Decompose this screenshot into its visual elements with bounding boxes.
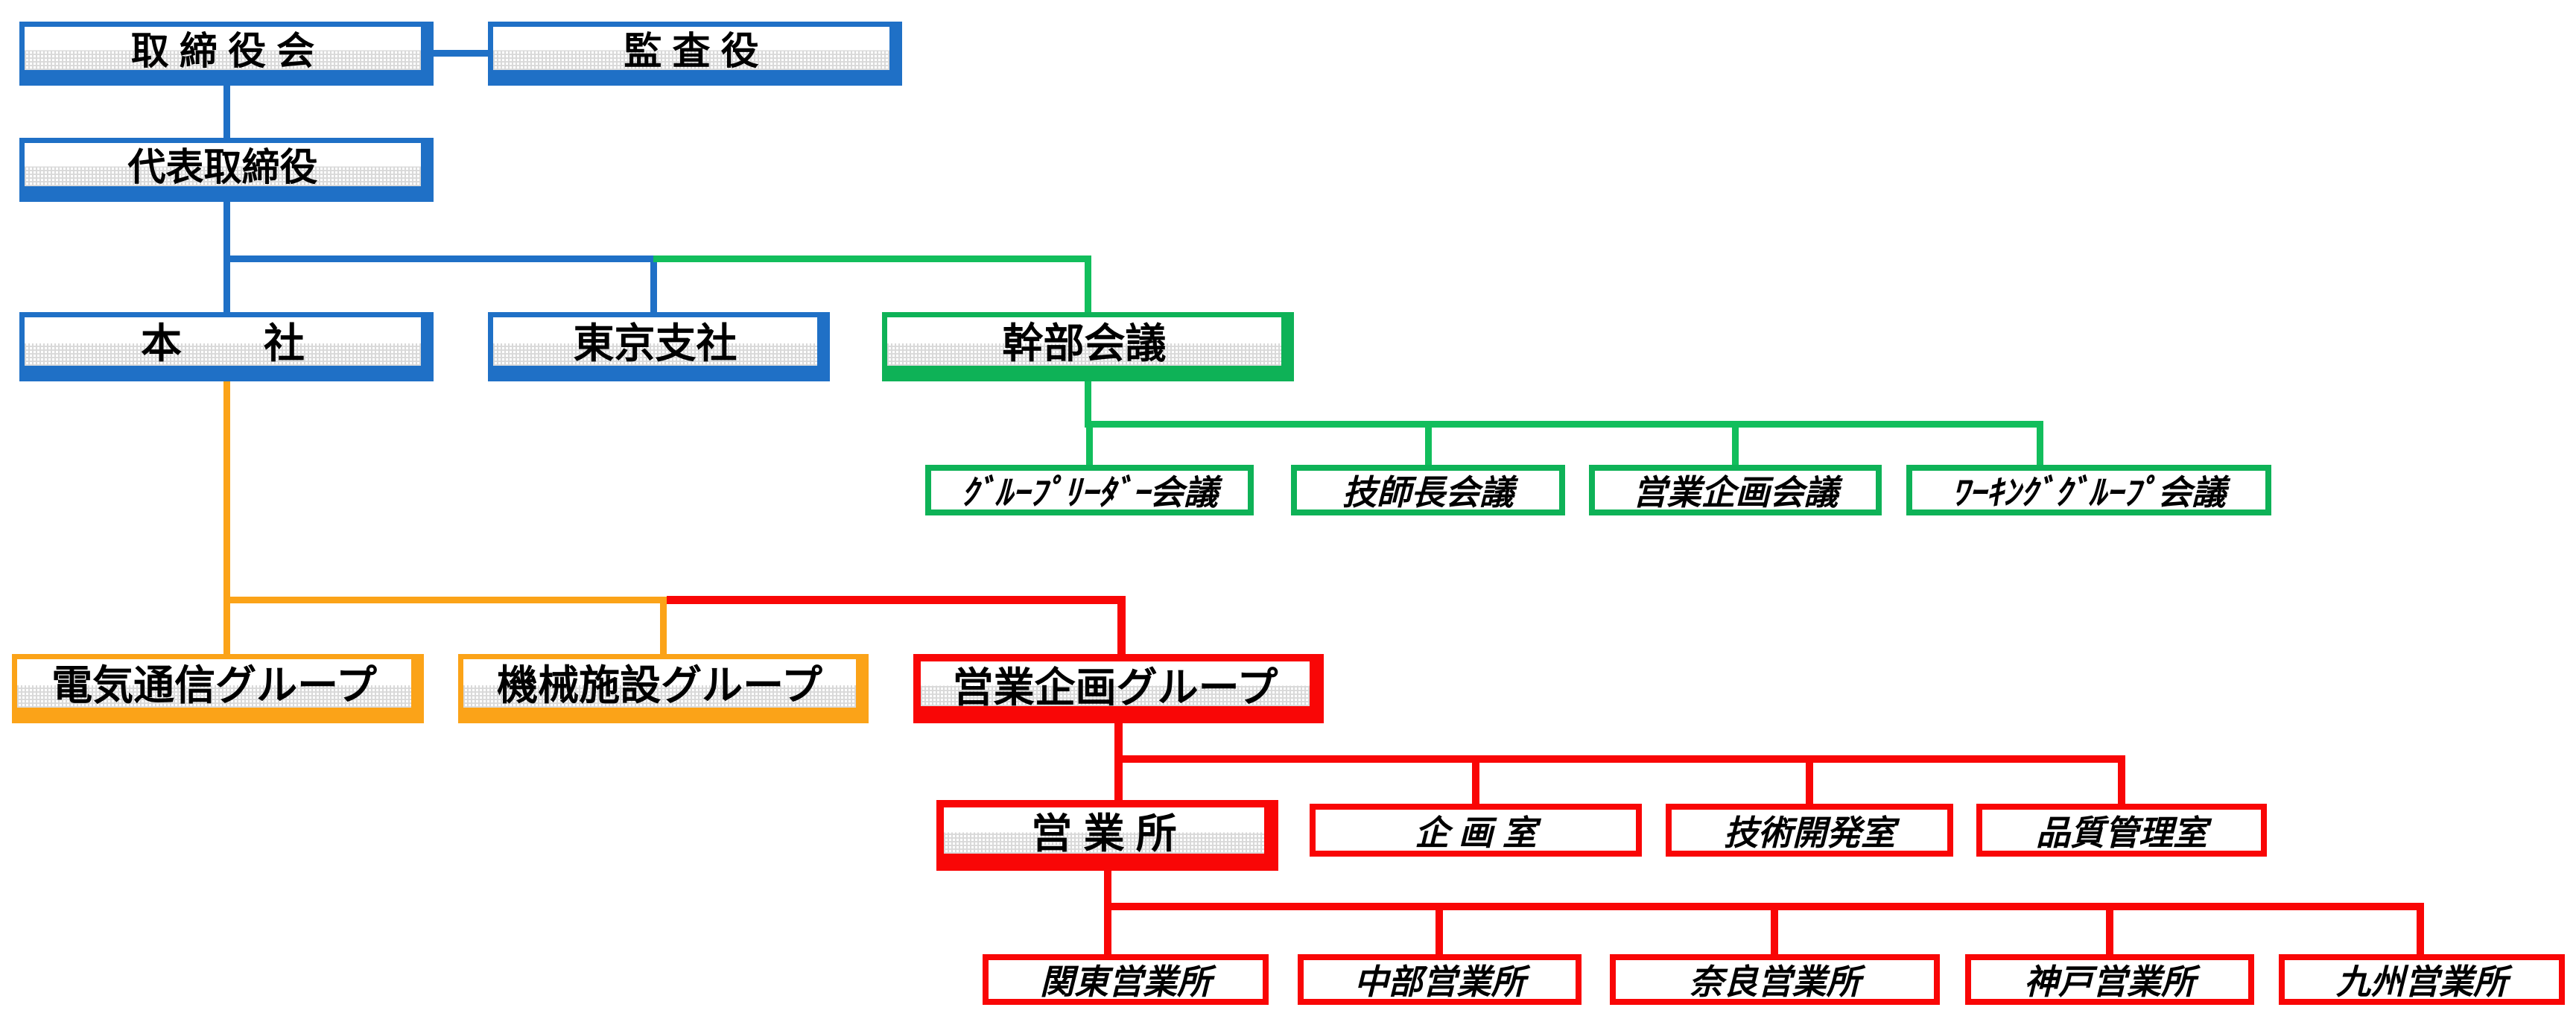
connector-head-office-trunk (223, 381, 230, 654)
node-label: 九州営業所 (2336, 962, 2507, 1001)
connector-drop-sales-planning-meeting (1732, 421, 1739, 465)
connector-drop-quality-room (2118, 755, 2125, 804)
connector-drop-working-group (2037, 421, 2043, 465)
connector-meetings-horizontal (1085, 421, 2043, 428)
connector-drop-tech-dev-room (1806, 755, 1813, 804)
node-label: 取 締 役 会 (130, 30, 315, 72)
node-group-leader-meeting: ｸﾞﾙｰﾌﾟﾘｰﾀﾞｰ会議 (925, 465, 1254, 515)
connector-branches-horizontal (1104, 903, 2424, 910)
node-kobe-office: 神戸営業所 (1965, 954, 2254, 1005)
node-label: 企 画 室 (1415, 813, 1537, 852)
node-sales-planning-group: 営業企画グループ (913, 654, 1324, 723)
connector-drop-group-leader (1086, 421, 1093, 465)
node-label: 東京支社 (573, 320, 737, 366)
node-label: ﾜｰｷﾝｸﾞｸﾞﾙｰﾌﾟ会議 (1952, 473, 2226, 512)
node-label: 神戸営業所 (2024, 962, 2195, 1001)
connector-green-horizontal-top (653, 255, 1091, 262)
connector-board-auditor (434, 50, 491, 57)
node-label: 奈良営業所 (1689, 962, 1861, 1001)
node-tech-dev-room: 技術開発室 (1666, 804, 1953, 857)
connector-groups-horizontal (223, 597, 667, 603)
node-quality-control-room: 品質管理室 (1976, 804, 2267, 857)
node-head-office: 本 社 (19, 312, 434, 381)
node-executive-meeting: 幹部会議 (882, 312, 1294, 381)
node-chief-engineer-meeting: 技師長会議 (1291, 465, 1565, 515)
node-sales-planning-meeting: 営業企画会議 (1589, 465, 1882, 515)
node-label: 幹部会議 (1002, 320, 1167, 366)
node-machinery-group: 機械施設グループ (458, 654, 869, 723)
node-label: 監 査 役 (624, 30, 759, 72)
connector-sales-office-trunk (1104, 871, 1111, 954)
connector-rooms-horizontal (1114, 755, 2125, 763)
connector-drop-kobe-office (2106, 903, 2113, 954)
node-label: 品質管理室 (2036, 813, 2207, 852)
connector-drop-chubu-office (1435, 903, 1443, 954)
node-label: 営 業 所 (1031, 810, 1177, 857)
connector-drop-nara-office (1771, 903, 1778, 954)
node-kyushu-office: 九州営業所 (2279, 954, 2565, 1005)
node-label: ｸﾞﾙｰﾌﾟﾘｰﾀﾞｰ会議 (961, 473, 1218, 512)
node-working-group-meeting: ﾜｰｷﾝｸﾞｸﾞﾙｰﾌﾟ会議 (1906, 465, 2271, 515)
node-label: 関東営業所 (1040, 962, 1211, 1001)
node-label: 中部営業所 (1354, 962, 1526, 1001)
node-label: 技術開発室 (1724, 813, 1895, 852)
connector-drop-executive-meeting (1085, 255, 1091, 312)
connector-red-horizontal-top (667, 596, 1126, 604)
node-nara-office: 奈良営業所 (1610, 954, 1940, 1005)
connector-executive-trunk (1085, 381, 1091, 428)
connector-drop-tokyo-branch (650, 255, 657, 312)
connector-drop-sales-planning-group (1117, 596, 1126, 654)
node-sales-office: 営 業 所 (936, 800, 1278, 871)
connector-ceo-horizontal (223, 255, 657, 262)
node-label: 電気通信グループ (51, 662, 377, 708)
node-label: 本 社 (140, 320, 305, 366)
node-representative-director: 代表取締役 (19, 138, 434, 202)
node-kanto-office: 関東営業所 (983, 954, 1269, 1005)
node-label: 機械施設グループ (497, 662, 822, 708)
node-label: 代表取締役 (127, 146, 318, 188)
node-tokyo-branch: 東京支社 (488, 312, 830, 381)
node-board-of-directors: 取 締 役 会 (19, 22, 434, 86)
node-label: 技師長会議 (1342, 473, 1514, 512)
connector-drop-planning-room (1472, 755, 1479, 804)
connector-board-ceo (223, 86, 230, 138)
node-chubu-office: 中部営業所 (1298, 954, 1582, 1005)
node-telecom-group: 電気通信グループ (12, 654, 424, 723)
connector-drop-kyushu-office (2417, 903, 2424, 954)
connector-drop-machinery-group (660, 597, 667, 654)
node-auditor: 監 査 役 (488, 22, 902, 86)
connector-drop-chief-engineer (1425, 421, 1432, 465)
node-planning-room: 企 画 室 (1310, 804, 1642, 857)
node-label: 営業企画グループ (952, 664, 1278, 711)
node-label: 営業企画会議 (1632, 473, 1839, 512)
